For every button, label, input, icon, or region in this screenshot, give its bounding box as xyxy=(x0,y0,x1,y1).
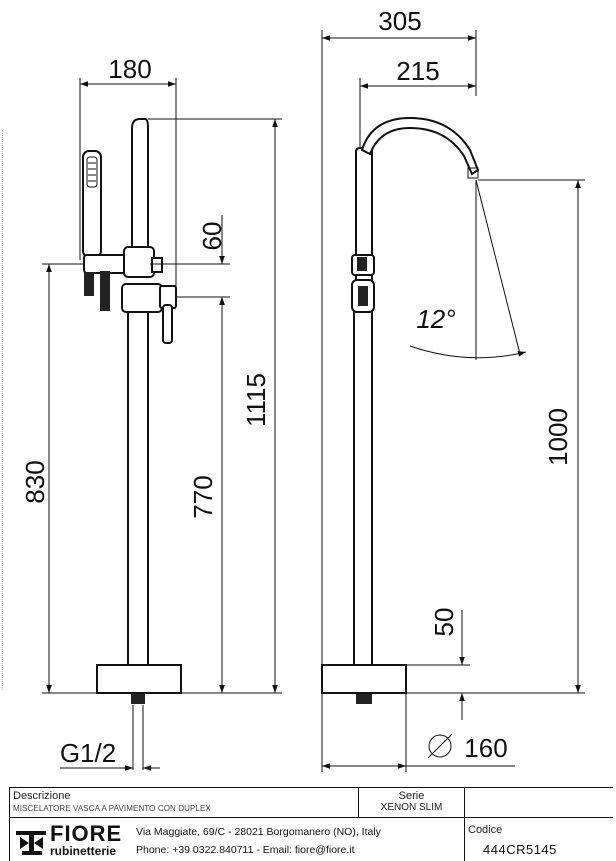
title-block: Descrizione MISCELATORE VASCA A PAVIMENT… xyxy=(9,787,613,861)
dim-angle: 12° xyxy=(416,304,455,334)
dim-50: 50 xyxy=(429,608,459,637)
hand-shower-head xyxy=(86,156,98,188)
dim-305: 305 xyxy=(378,6,421,36)
side-dimension-labels: 305 215 12° 1000 50 160 xyxy=(378,6,573,763)
technical-drawing: 180 60 1115 830 770 G1/2 xyxy=(20,6,585,772)
side-column xyxy=(353,299,373,666)
dim-830: 830 xyxy=(20,460,50,503)
diameter-icon xyxy=(428,734,452,758)
brand-sub: rubinetterie xyxy=(50,844,117,858)
company-contact: Phone: +39 0322.840711 - Email: fiore@fi… xyxy=(136,844,355,856)
dim-1115: 1115 xyxy=(241,373,271,427)
spout-aerator xyxy=(467,167,479,179)
descrizione-label: Descrizione xyxy=(13,790,71,802)
blank-cell xyxy=(465,788,613,818)
codice-value: 444CR5145 xyxy=(483,842,557,857)
mixer-body xyxy=(121,283,163,313)
front-base xyxy=(96,664,182,694)
descrizione-value: MISCELATORE VASCA A PAVIMENTO CON DUPLEX xyxy=(13,804,211,813)
connection-nut xyxy=(131,694,145,704)
mixer-lever xyxy=(162,304,173,344)
diverter-body xyxy=(123,246,155,278)
margin-rule xyxy=(2,130,7,690)
dim-180: 180 xyxy=(108,54,151,84)
front-dimension-labels: 180 60 1115 830 770 G1/2 xyxy=(20,54,271,768)
side-riser xyxy=(355,147,373,301)
diverter-knob xyxy=(151,257,163,273)
company-address: Via Maggiate, 69/C - 28021 Borgomanero (… xyxy=(136,826,381,838)
front-dimensions xyxy=(42,78,282,771)
side-spout xyxy=(360,116,480,176)
fiore-logo xyxy=(16,831,46,855)
hose-fitting xyxy=(84,272,94,296)
serie-cell: Serie XENON SLIM xyxy=(359,788,465,818)
hose-connector xyxy=(100,271,110,311)
brand-name: FIORE xyxy=(50,821,123,846)
front-column xyxy=(127,299,149,666)
dim-g12: G1/2 xyxy=(60,738,116,768)
codice-cell: Codice 444CR5145 xyxy=(465,818,613,861)
codice-label: Codice xyxy=(468,824,503,836)
hand-shower xyxy=(82,150,102,258)
side-nut xyxy=(356,694,372,704)
front-view xyxy=(82,118,182,770)
dim-770: 770 xyxy=(188,475,218,518)
front-riser xyxy=(131,118,149,261)
dim-60: 60 xyxy=(197,222,227,251)
serie-label: Serie xyxy=(398,790,425,802)
dim-1000: 1000 xyxy=(543,408,573,466)
brand-cell: FIORE rubinetterie Via Maggiate, 69/C - … xyxy=(9,818,465,861)
dim-160: 160 xyxy=(464,733,507,763)
side-view xyxy=(321,116,480,704)
serie-value: XENON SLIM xyxy=(380,802,443,813)
side-dimensions xyxy=(321,30,585,772)
dim-215: 215 xyxy=(396,56,439,86)
descrizione-cell: Descrizione MISCELATORE VASCA A PAVIMENT… xyxy=(9,788,359,818)
side-base xyxy=(321,664,407,694)
